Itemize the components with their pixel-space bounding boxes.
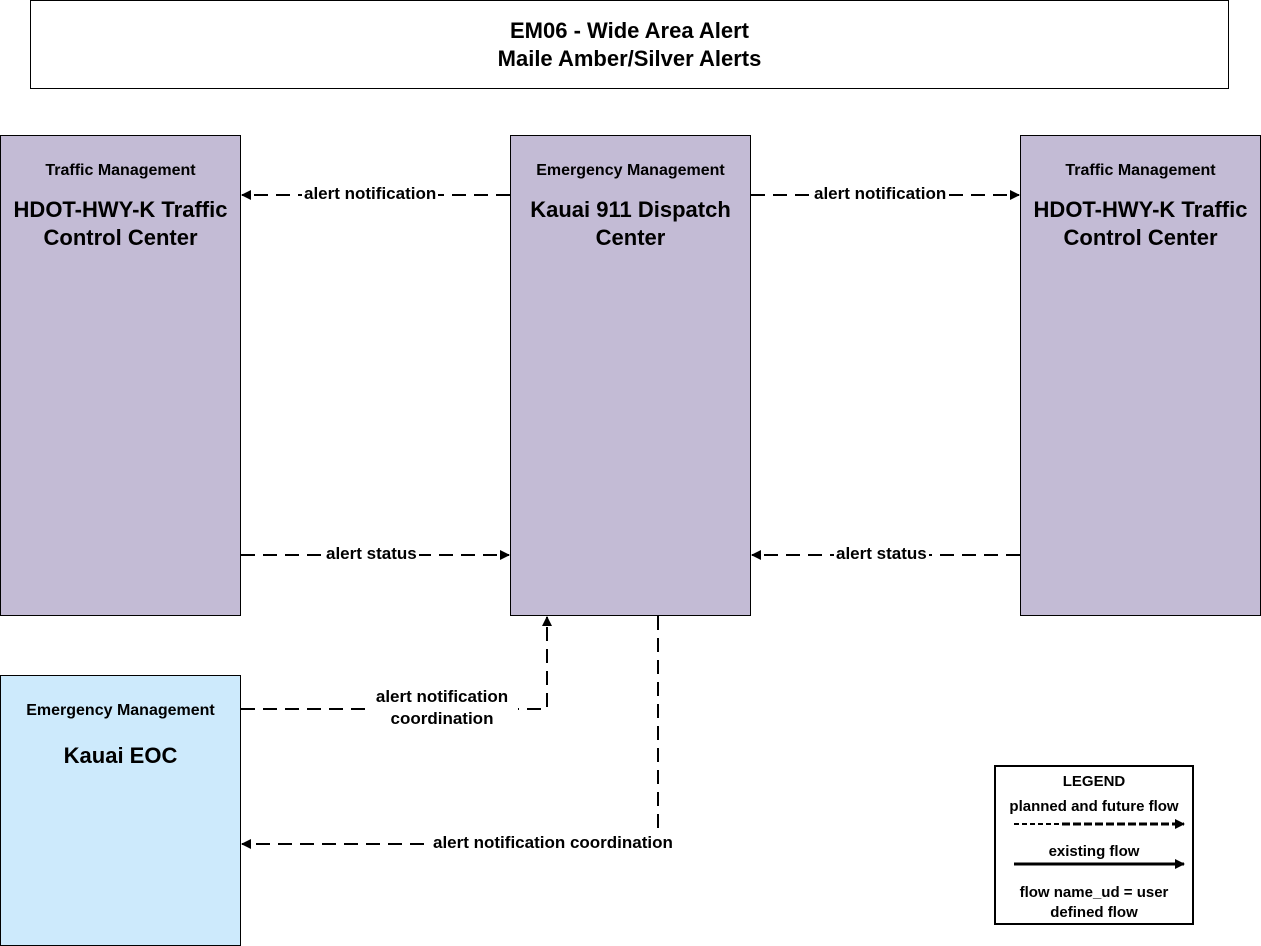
- node-kauai-eoc: Emergency Management Kauai EOC: [0, 675, 241, 946]
- legend-planned-label: planned and future flow: [1009, 798, 1179, 815]
- label-alert-status-left: alert status: [324, 544, 419, 564]
- node-right-traffic-control-center: Traffic Management HDOT-HWY-K Traffic Co…: [1020, 135, 1261, 616]
- label-dispatch-to-eoc: alert notification coordination: [431, 833, 675, 853]
- node-category: Emergency Management: [26, 702, 215, 719]
- legend-existing-line: [1014, 859, 1185, 869]
- node-kauai-911-dispatch-center: Emergency Management Kauai 911 Dispatch …: [510, 135, 751, 616]
- label-alert-notification-right: alert notification: [812, 184, 949, 204]
- node-name: Kauai 911 Dispatch Center: [530, 197, 731, 250]
- flow-eoc-to-dispatch: [241, 616, 552, 710]
- legend-existing-label: existing flow: [1048, 843, 1140, 860]
- node-name: Kauai EOC: [63, 743, 178, 768]
- node-name: HDOT-HWY-K Traffic Control Center: [13, 197, 228, 250]
- diagram-title-box: EM06 - Wide Area Alert Maile Amber/Silve…: [30, 0, 1229, 89]
- legend-user-defined-label: flow name_ud = user defined flow: [1019, 884, 1169, 921]
- label-alert-status-right: alert status: [834, 544, 929, 564]
- node-category: Traffic Management: [1065, 162, 1216, 179]
- node-name: HDOT-HWY-K Traffic Control Center: [1033, 197, 1248, 250]
- diagram-title-line2: Maile Amber/Silver Alerts: [497, 45, 762, 71]
- node-left-traffic-control-center: Traffic Management HDOT-HWY-K Traffic Co…: [0, 135, 241, 616]
- flow-dispatch-to-eoc: [241, 616, 659, 849]
- label-alert-notification-left: alert notification: [302, 184, 439, 204]
- legend-planned-line: [1014, 819, 1185, 829]
- node-category: Emergency Management: [536, 162, 725, 179]
- diagram-title-line1: EM06 - Wide Area Alert: [509, 17, 749, 43]
- legend-title: LEGEND: [1062, 773, 1126, 790]
- node-category: Traffic Management: [45, 162, 196, 179]
- legend-box: LEGEND planned and future flow existing …: [994, 765, 1194, 925]
- label-eoc-to-dispatch: alert notification coordination: [366, 686, 518, 730]
